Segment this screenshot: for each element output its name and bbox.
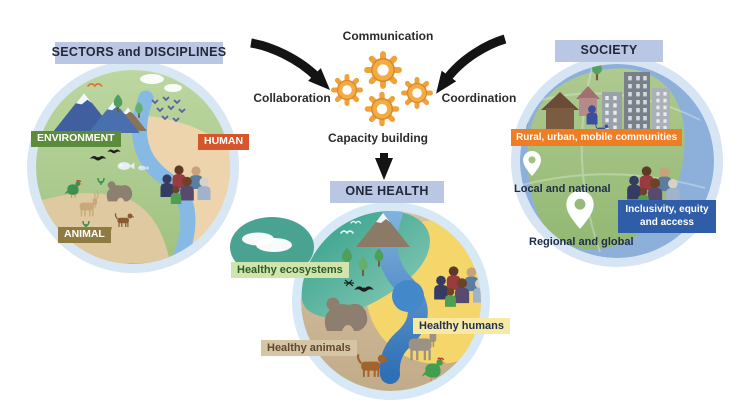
sectors-header: SECTORS and DISCIPLINES	[52, 42, 226, 64]
regional-global-label: Regional and global	[529, 236, 634, 248]
collaboration-label: Collaboration	[253, 91, 331, 105]
house-icon	[576, 86, 600, 99]
society-header: SOCIETY	[555, 40, 663, 62]
healthy-humans-badge: Healthy humans	[413, 318, 510, 335]
healthy-ecosystems-badge: Healthy ecosystems	[231, 262, 349, 279]
healthy-animals-badge: Healthy animals	[261, 340, 357, 357]
arrow-right-icon	[435, 34, 507, 94]
cloud-icon	[256, 238, 292, 252]
gears-icon	[334, 54, 431, 124]
sectors-circle-graphic	[27, 61, 239, 273]
coordination-label: Coordination	[441, 91, 517, 105]
one-health-header: ONE HEALTH	[330, 181, 444, 203]
arrow-left-icon	[250, 38, 331, 91]
house-icon	[541, 92, 579, 110]
capacity-building-label: Capacity building	[327, 131, 428, 145]
mosquito-icon	[344, 279, 354, 287]
animal-badge: ANIMAL	[58, 227, 111, 243]
cloud-icon	[164, 84, 182, 92]
inclusivity-badge: Inclusivity, equity and access	[618, 200, 716, 233]
cloud-icon	[140, 74, 164, 84]
environment-badge: ENVIRONMENT	[31, 131, 121, 147]
center-graphic	[250, 34, 507, 180]
bird-flock-icon	[151, 96, 186, 123]
communities-badge: Rural, urban, mobile communities	[511, 129, 683, 146]
one-health-circle-graphic	[230, 202, 490, 400]
communication-label: Communication	[342, 29, 434, 43]
human-badge: HUMAN	[198, 134, 250, 150]
house-icon	[546, 108, 574, 132]
local-national-label: Local and national	[514, 183, 611, 195]
